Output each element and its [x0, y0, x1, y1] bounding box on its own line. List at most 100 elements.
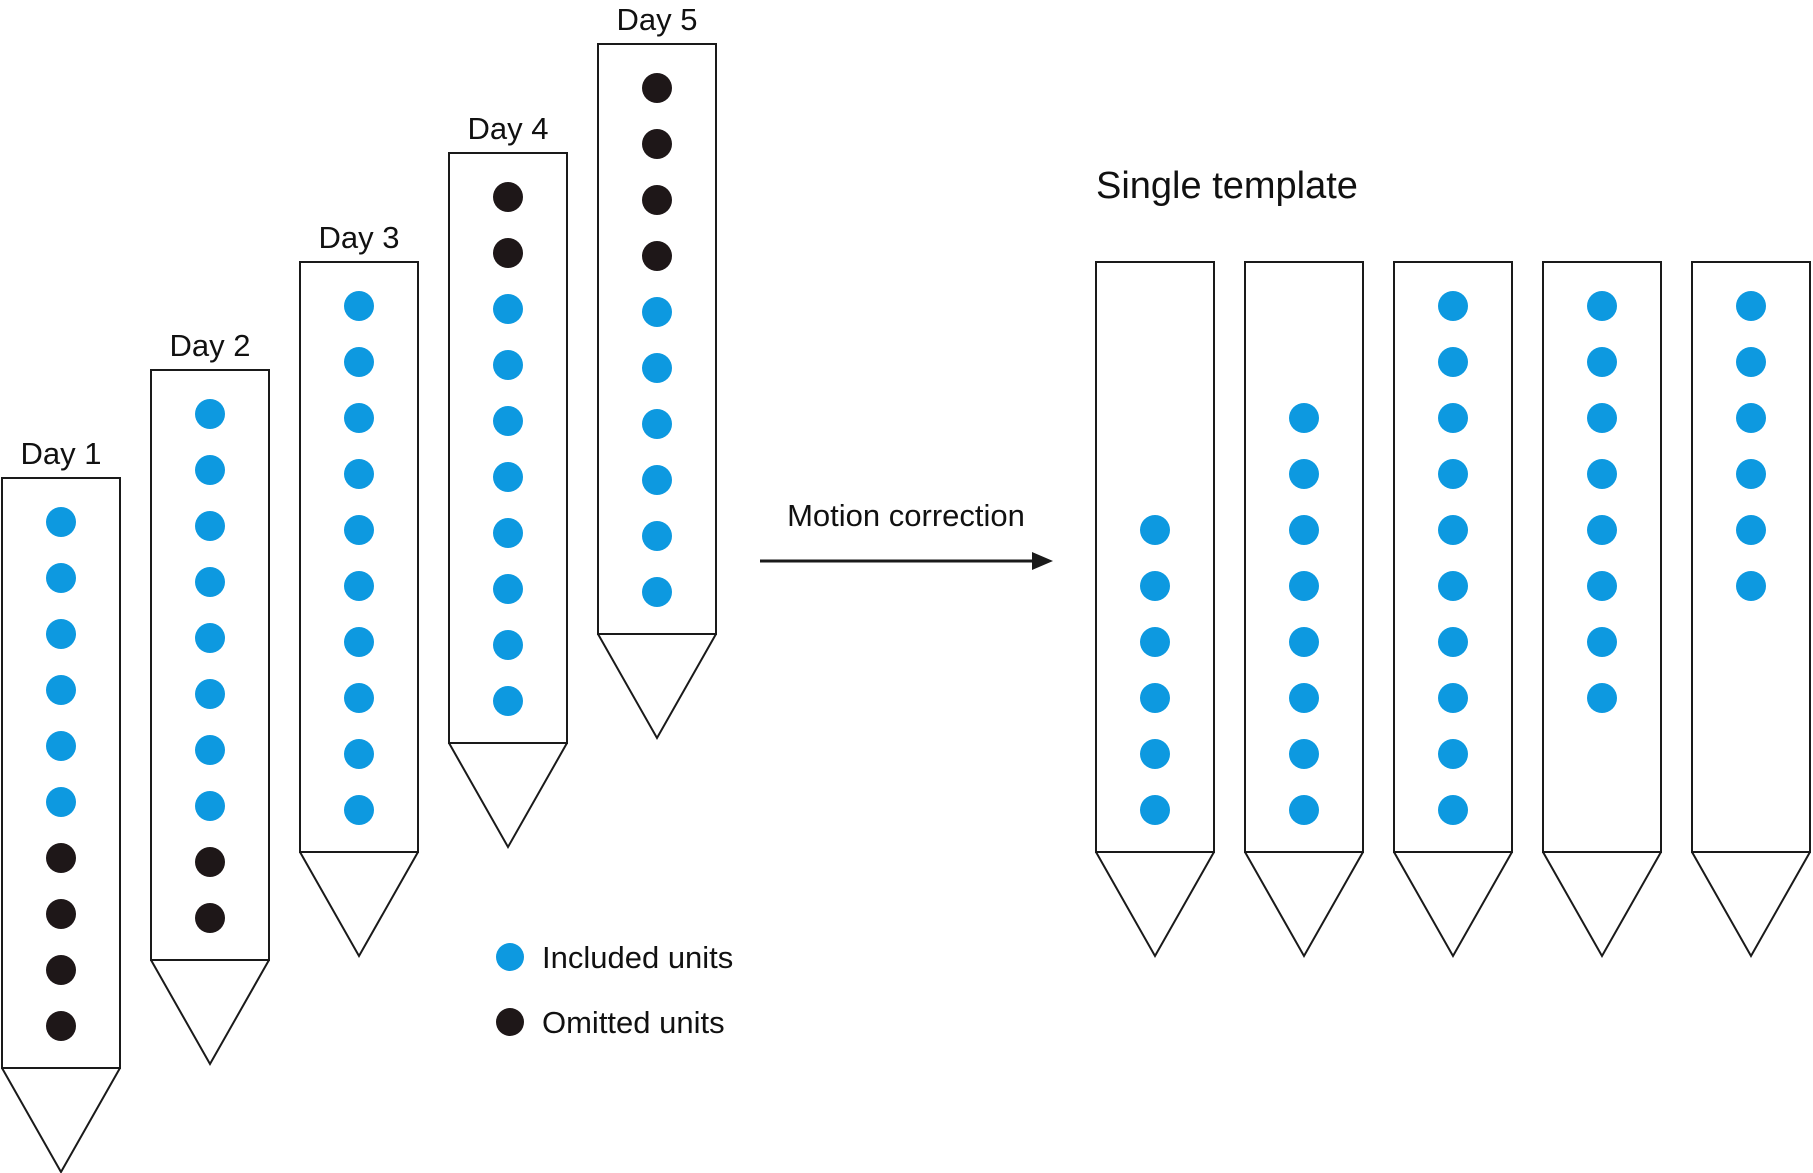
included-unit-dot [493, 462, 523, 492]
included-unit-dot [1736, 515, 1766, 545]
included-unit-dot [195, 511, 225, 541]
included-unit-dot [1587, 683, 1617, 713]
daily-probes: Day 1 Day 2 Day 3 Day 4 Day 5 [1, 2, 717, 1173]
included-unit-dot [1587, 291, 1617, 321]
included-unit-dot [1140, 571, 1170, 601]
included-unit-dot [1736, 571, 1766, 601]
included-unit-dot [46, 507, 76, 537]
included-unit-dot [642, 353, 672, 383]
legend-included-label: Included units [542, 940, 733, 975]
included-unit-dot [642, 521, 672, 551]
included-unit-dot [1587, 403, 1617, 433]
included-unit-dot [493, 686, 523, 716]
included-unit-dot [1736, 459, 1766, 489]
probe-day-4: Day 4 [448, 111, 568, 850]
included-unit-dot [1438, 683, 1468, 713]
omitted-unit-dot [195, 903, 225, 933]
included-unit-dot [1289, 403, 1319, 433]
probe-shank [299, 261, 419, 853]
included-unit-dot [1438, 347, 1468, 377]
included-unit-dot [344, 403, 374, 433]
probe-day-5: Day 5 [597, 2, 717, 741]
included-unit-dot [1587, 347, 1617, 377]
included-unit-dot [1289, 627, 1319, 657]
included-unit-dot [344, 627, 374, 657]
probe-shank [597, 43, 717, 635]
omitted-unit-dot [493, 238, 523, 268]
day-label: Day 4 [468, 111, 549, 146]
probe-shank [1542, 261, 1662, 853]
included-unit-dot [344, 347, 374, 377]
included-unit-dot [195, 567, 225, 597]
included-unit-dot [1438, 459, 1468, 489]
template-probe-1 [1095, 261, 1215, 959]
included-unit-dot [344, 515, 374, 545]
probe-tip [1691, 851, 1811, 959]
included-unit-dot [1140, 795, 1170, 825]
probe-shank [1095, 261, 1215, 853]
omitted-unit-dot [642, 241, 672, 271]
included-unit-dot [46, 563, 76, 593]
template-probe-5 [1691, 261, 1811, 959]
included-unit-dot [493, 406, 523, 436]
omitted-unit-dot [642, 185, 672, 215]
included-unit-dot [1438, 627, 1468, 657]
included-unit-dot [344, 739, 374, 769]
template-probe-3 [1393, 261, 1513, 959]
probe-day-2: Day 2 [150, 328, 270, 1067]
included-unit-dot [1289, 459, 1319, 489]
included-unit-dot [1587, 515, 1617, 545]
probe-tip [448, 742, 568, 850]
legend: Included units Omitted units [496, 940, 733, 1040]
probe-shank [1244, 261, 1364, 853]
included-unit-dot [642, 409, 672, 439]
included-unit-dot [493, 294, 523, 324]
omitted-unit-dot [642, 73, 672, 103]
template-title: Single template [1096, 165, 1358, 207]
probe-shank [1393, 261, 1513, 853]
omitted-unit-dot [46, 1011, 76, 1041]
single-template-probes [1095, 261, 1811, 959]
included-unit-dot [344, 459, 374, 489]
probe-tip [1, 1067, 121, 1173]
day-label: Day 2 [170, 328, 251, 363]
included-unit-dot [344, 291, 374, 321]
legend-included-swatch [496, 943, 524, 971]
included-unit-dot [1587, 459, 1617, 489]
day-label: Day 1 [21, 436, 102, 471]
probe-shank [448, 152, 568, 744]
included-unit-dot [1438, 739, 1468, 769]
included-unit-dot [344, 571, 374, 601]
included-unit-dot [195, 679, 225, 709]
template-probe-2 [1244, 261, 1364, 959]
included-unit-dot [46, 619, 76, 649]
included-unit-dot [195, 399, 225, 429]
included-unit-dot [1438, 403, 1468, 433]
legend-omitted-label: Omitted units [542, 1005, 725, 1040]
probe-tip [299, 851, 419, 959]
included-unit-dot [493, 630, 523, 660]
probe-day-3: Day 3 [299, 220, 419, 959]
probe-shank [1691, 261, 1811, 853]
included-unit-dot [493, 350, 523, 380]
included-unit-dot [642, 465, 672, 495]
included-unit-dot [493, 518, 523, 548]
included-unit-dot [1289, 571, 1319, 601]
included-unit-dot [1289, 683, 1319, 713]
omitted-unit-dot [493, 182, 523, 212]
probe-tip [1244, 851, 1364, 959]
probe-tip [150, 959, 270, 1067]
probe-tip [1393, 851, 1513, 959]
included-unit-dot [1140, 683, 1170, 713]
included-unit-dot [344, 683, 374, 713]
probe-tip [1542, 851, 1662, 959]
included-unit-dot [1736, 291, 1766, 321]
included-unit-dot [1289, 739, 1319, 769]
included-unit-dot [1289, 795, 1319, 825]
included-unit-dot [195, 623, 225, 653]
included-unit-dot [642, 577, 672, 607]
included-unit-dot [1140, 627, 1170, 657]
included-unit-dot [493, 574, 523, 604]
motion-correction-arrow: Motion correction [760, 498, 1053, 570]
